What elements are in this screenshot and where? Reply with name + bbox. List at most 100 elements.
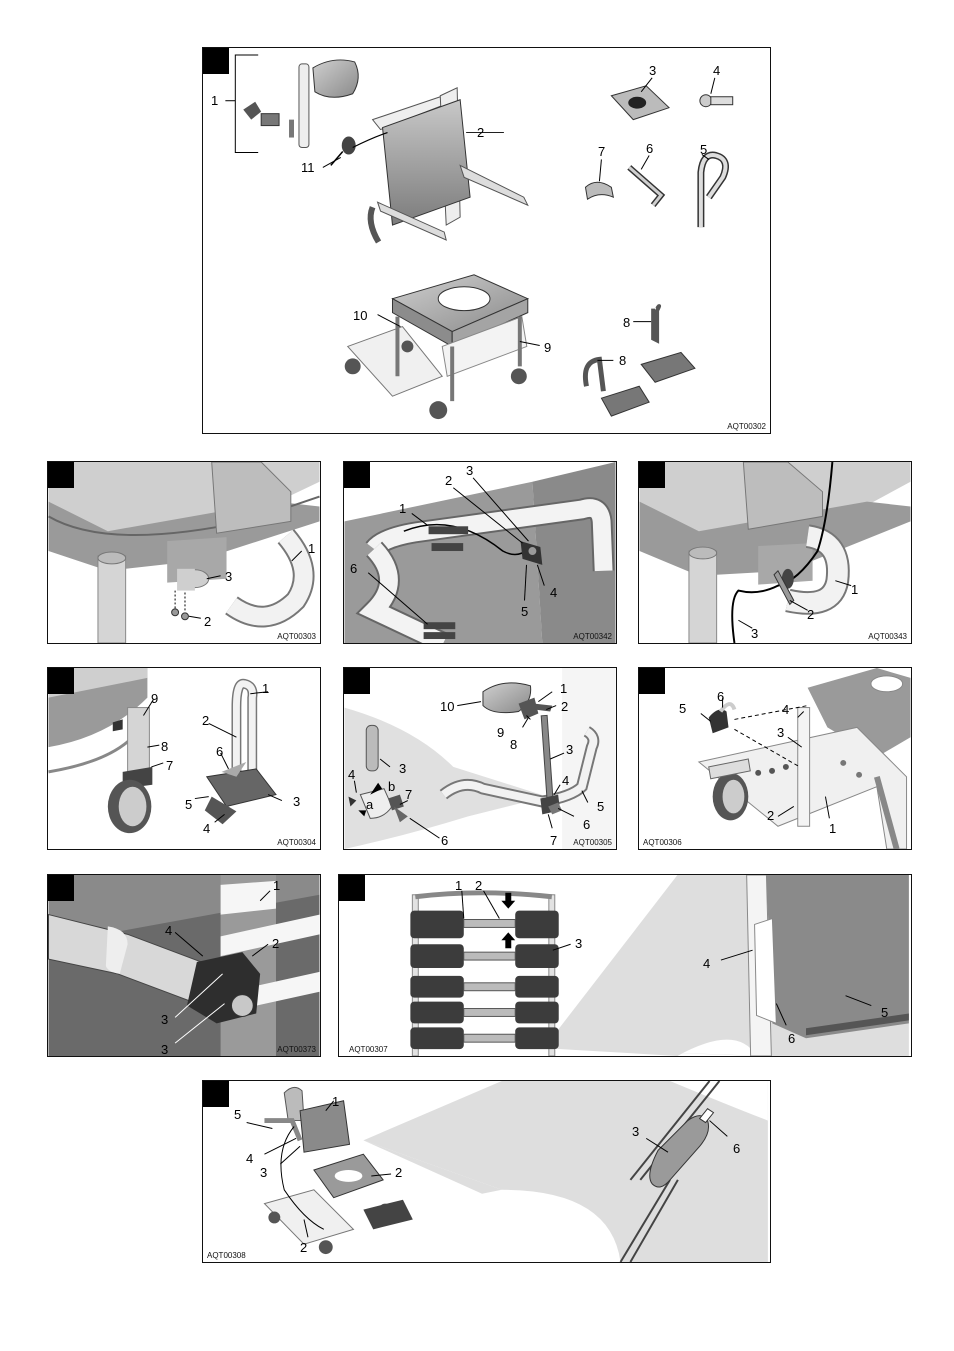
panel-cable-routing: 1 2 2 3 3 4 5 6 AQT00308 bbox=[202, 1080, 771, 1263]
label-6: 6 bbox=[350, 561, 358, 576]
label-2: 2 bbox=[807, 607, 815, 622]
strap-mount-illustration bbox=[697, 668, 911, 849]
label-1: 1 bbox=[829, 821, 837, 836]
label-5: 5 bbox=[679, 701, 687, 716]
panel-parts-overview: 1 2 3 4 5 6 7 8 8 9 10 11 AQT00302 bbox=[202, 47, 771, 434]
label-1: 1 bbox=[262, 681, 270, 696]
label-3-tube: 3 bbox=[399, 761, 407, 776]
label-5: 5 bbox=[881, 1005, 889, 1020]
label-2: 2 bbox=[445, 473, 453, 488]
label-6: 6 bbox=[733, 1141, 741, 1156]
panel-knob-detail: 1 2 3 3 4 AQT00373 bbox=[47, 874, 321, 1057]
label-10: 10 bbox=[353, 308, 368, 323]
label-4-upper: 4 bbox=[562, 773, 570, 788]
label-6: 6 bbox=[646, 141, 654, 156]
label-8: 8 bbox=[510, 737, 518, 752]
label-1: 1 bbox=[851, 582, 859, 597]
figure-code: AQT00342 bbox=[573, 632, 612, 641]
label-1: 1 bbox=[308, 541, 316, 556]
label-10: 10 bbox=[440, 699, 455, 714]
label-8: 8 bbox=[161, 739, 169, 754]
knob-detail-illustration bbox=[48, 875, 320, 1056]
figure-code: AQT00305 bbox=[573, 838, 612, 847]
panel-number-marker bbox=[639, 462, 665, 488]
label-4: 4 bbox=[550, 585, 558, 600]
panel-backrest-straps: 1 2 3 4 5 6 AQT00307 bbox=[338, 874, 912, 1057]
label-5: 5 bbox=[185, 797, 193, 812]
figure-code: AQT00302 bbox=[727, 422, 766, 431]
headrest-install-illustration bbox=[344, 668, 616, 849]
label-2: 2 bbox=[561, 699, 569, 714]
label-7: 7 bbox=[166, 758, 174, 773]
label-8-top: 8 bbox=[623, 315, 631, 330]
panel-cable-clip: 1 2 3 AQT00343 bbox=[638, 461, 912, 644]
label-2: 2 bbox=[477, 125, 485, 140]
panel-number-marker bbox=[344, 462, 370, 488]
figure-code: AQT00307 bbox=[349, 1045, 388, 1054]
panel-number-marker bbox=[203, 48, 229, 74]
label-2: 2 bbox=[475, 878, 483, 893]
label-2: 2 bbox=[202, 713, 210, 728]
leg-rest-mount-illustration bbox=[48, 462, 320, 643]
label-1: 1 bbox=[211, 93, 219, 108]
label-3: 3 bbox=[649, 63, 657, 78]
label-a: a bbox=[366, 797, 374, 812]
figure-code: AQT00308 bbox=[207, 1251, 246, 1260]
panel-leg-rest-mount: 1 2 3 AQT00303 bbox=[47, 461, 321, 644]
figure-code: AQT00304 bbox=[277, 838, 316, 847]
label-9: 9 bbox=[497, 725, 505, 740]
panel-number-marker bbox=[48, 462, 74, 488]
parts-overview-illustration bbox=[225, 54, 734, 420]
panel-strap-mount: 1 2 3 4 5 6 AQT00306 bbox=[638, 667, 912, 850]
label-3: 3 bbox=[777, 725, 785, 740]
label-6: 6 bbox=[216, 744, 224, 759]
label-1: 1 bbox=[560, 681, 568, 696]
label-4: 4 bbox=[246, 1151, 254, 1166]
label-3-lower: 3 bbox=[161, 1042, 169, 1057]
label-4: 4 bbox=[782, 702, 790, 717]
label-3: 3 bbox=[751, 626, 759, 641]
label-1: 1 bbox=[399, 501, 407, 516]
label-3: 3 bbox=[293, 794, 301, 809]
label-2-upper: 2 bbox=[395, 1165, 403, 1180]
label-7-upper: 7 bbox=[550, 833, 558, 848]
label-6-upper: 6 bbox=[583, 817, 591, 832]
label-6: 6 bbox=[717, 689, 725, 704]
panel-number-marker bbox=[639, 668, 665, 694]
label-3-upper: 3 bbox=[161, 1012, 169, 1027]
label-1: 1 bbox=[455, 878, 463, 893]
label-1: 1 bbox=[332, 1094, 340, 1109]
label-11: 11 bbox=[301, 160, 315, 175]
label-6-lower: 6 bbox=[441, 833, 449, 848]
figure-code: AQT00373 bbox=[277, 1045, 316, 1054]
backrest-cable-illustration bbox=[344, 462, 616, 643]
panel-number-marker bbox=[48, 875, 74, 901]
label-7-lower: 7 bbox=[405, 787, 413, 802]
label-2: 2 bbox=[204, 614, 212, 629]
panel-number-marker bbox=[344, 668, 370, 694]
label-4: 4 bbox=[203, 821, 211, 836]
label-2: 2 bbox=[272, 936, 280, 951]
panel-footrest-install: 1 2 3 4 5 6 7 8 9 AQT00304 bbox=[47, 667, 321, 850]
label-7: 7 bbox=[598, 144, 606, 159]
label-3-chair: 3 bbox=[260, 1165, 268, 1180]
label-3-rod: 3 bbox=[566, 742, 574, 757]
label-9: 9 bbox=[544, 340, 552, 355]
label-1: 1 bbox=[273, 878, 281, 893]
panel-backrest-cable: 1 2 3 4 5 6 AQT00342 bbox=[343, 461, 617, 644]
label-3: 3 bbox=[225, 569, 233, 584]
cable-routing-illustration bbox=[246, 1081, 768, 1262]
label-b: b bbox=[388, 779, 396, 794]
panel-number-marker bbox=[339, 875, 365, 901]
figure-code: AQT00306 bbox=[643, 838, 682, 847]
label-4: 4 bbox=[713, 63, 721, 78]
label-5: 5 bbox=[700, 142, 708, 157]
backrest-straps-illustration bbox=[410, 875, 909, 1056]
panel-number-marker bbox=[48, 668, 74, 694]
label-4: 4 bbox=[703, 956, 711, 971]
panel-number-marker bbox=[203, 1081, 229, 1107]
label-8-bottom: 8 bbox=[619, 353, 627, 368]
label-4-lower: 4 bbox=[348, 767, 356, 782]
label-9: 9 bbox=[151, 691, 159, 706]
panel-headrest-install: 1 2 3 3 4 4 5 6 6 7 7 8 9 10 a b AQT0030… bbox=[343, 667, 617, 850]
